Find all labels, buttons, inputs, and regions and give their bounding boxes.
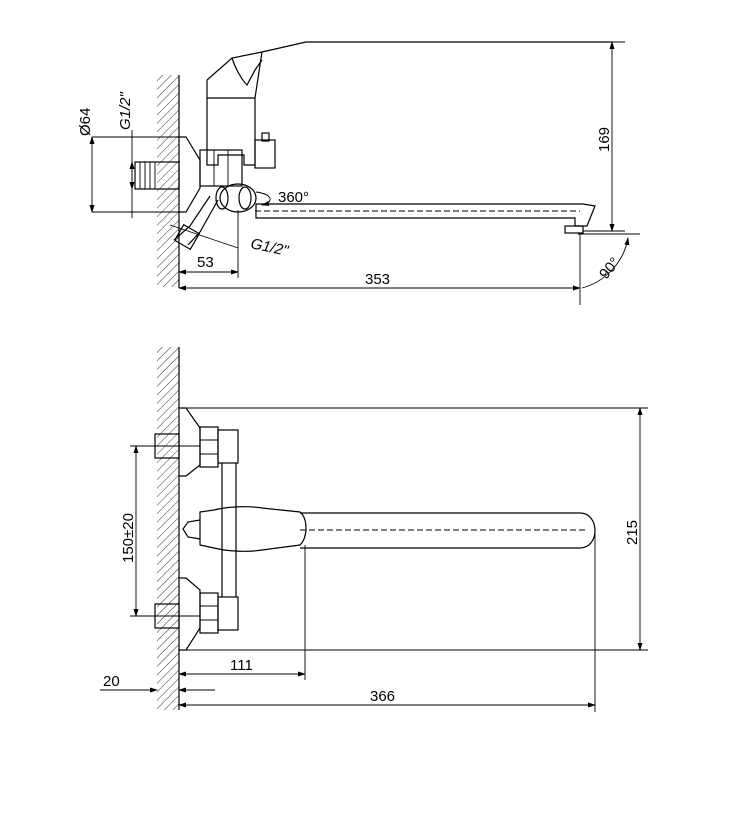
hose-outlet [173,195,219,246]
wall-hatch-top [157,75,179,287]
union-nut [199,149,243,187]
diverter-cap [182,519,201,540]
diverter-knob [254,139,276,169]
front-handle [199,506,307,552]
handle-label: 111 [230,657,253,674]
wall-label: 20 [103,673,120,690]
spout [255,203,596,227]
height-label-top: 169 [596,127,613,152]
length-label-top: 353 [365,271,390,288]
aerator [564,225,584,234]
threaded-pipe [134,161,180,190]
front-view: 150±20 215 111 20 366 [100,347,648,712]
mixer-body [206,97,256,166]
side-view: 360° Ø64 G1/2" 169 53 G1/2" 353 [77,41,640,305]
wall-flange [179,136,201,213]
rotation-label: 360° [278,189,309,206]
offset-label: 53 [197,254,214,271]
front-spout [300,512,596,549]
handle-lever [206,41,612,99]
wall-hatch-bottom [157,347,179,710]
lower-flange [179,577,201,651]
hose-thread [173,223,201,251]
thread-label-bottom: G1/2" [249,235,290,260]
upper-flange [179,407,201,477]
angle-label: 90° [596,254,624,282]
rotation-arc [255,191,271,206]
height-label-bottom: 215 [624,520,641,545]
thread-label-top: G1/2" [117,91,134,130]
length-label-bottom: 366 [370,688,395,705]
diameter-label: Ø64 [77,108,94,136]
spacing-label: 150±20 [120,513,137,563]
